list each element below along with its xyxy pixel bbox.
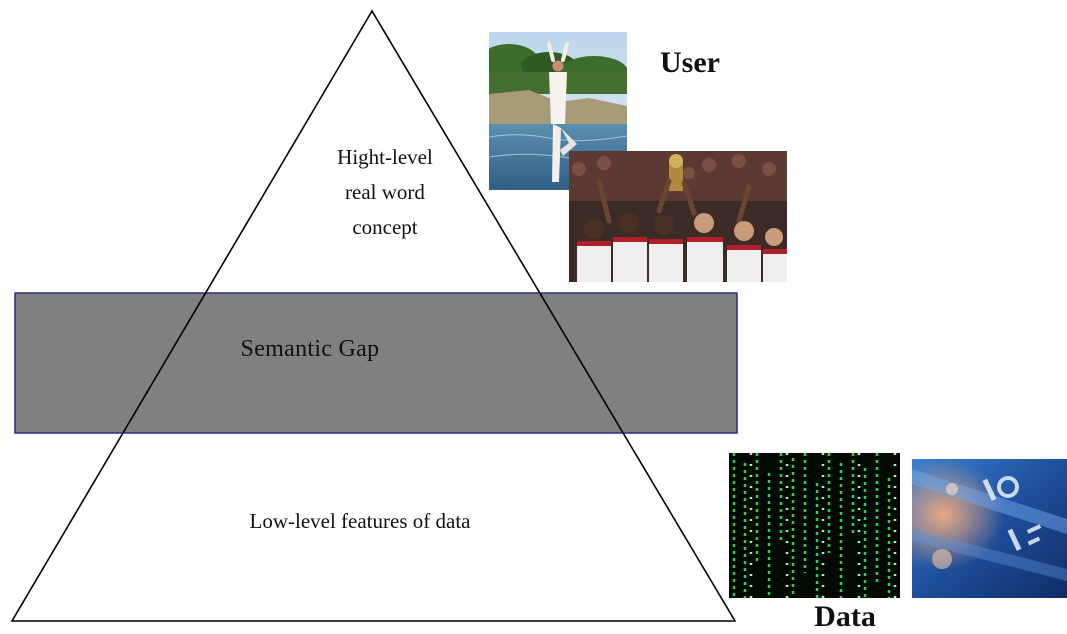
matrix-code-photo [729, 453, 900, 598]
blue-digits-photo [912, 459, 1067, 598]
semantic-gap-band [14, 292, 738, 434]
user-label: User [660, 46, 720, 79]
concept-line-1: Hight-level [337, 145, 433, 169]
semantic-gap-label: Semantic Gap [240, 336, 380, 362]
football-team-photo [569, 151, 787, 282]
concept-line-3: concept [352, 215, 418, 239]
concept-line-2: real word [345, 180, 425, 204]
yoga-woman-photo [489, 32, 627, 190]
pyramid-triangle [10, 9, 737, 622]
low-level-features-label: Low-level features of data [249, 509, 471, 533]
data-label: Data [814, 600, 876, 633]
high-level-concept-label: Hight-level real word concept [280, 140, 490, 245]
